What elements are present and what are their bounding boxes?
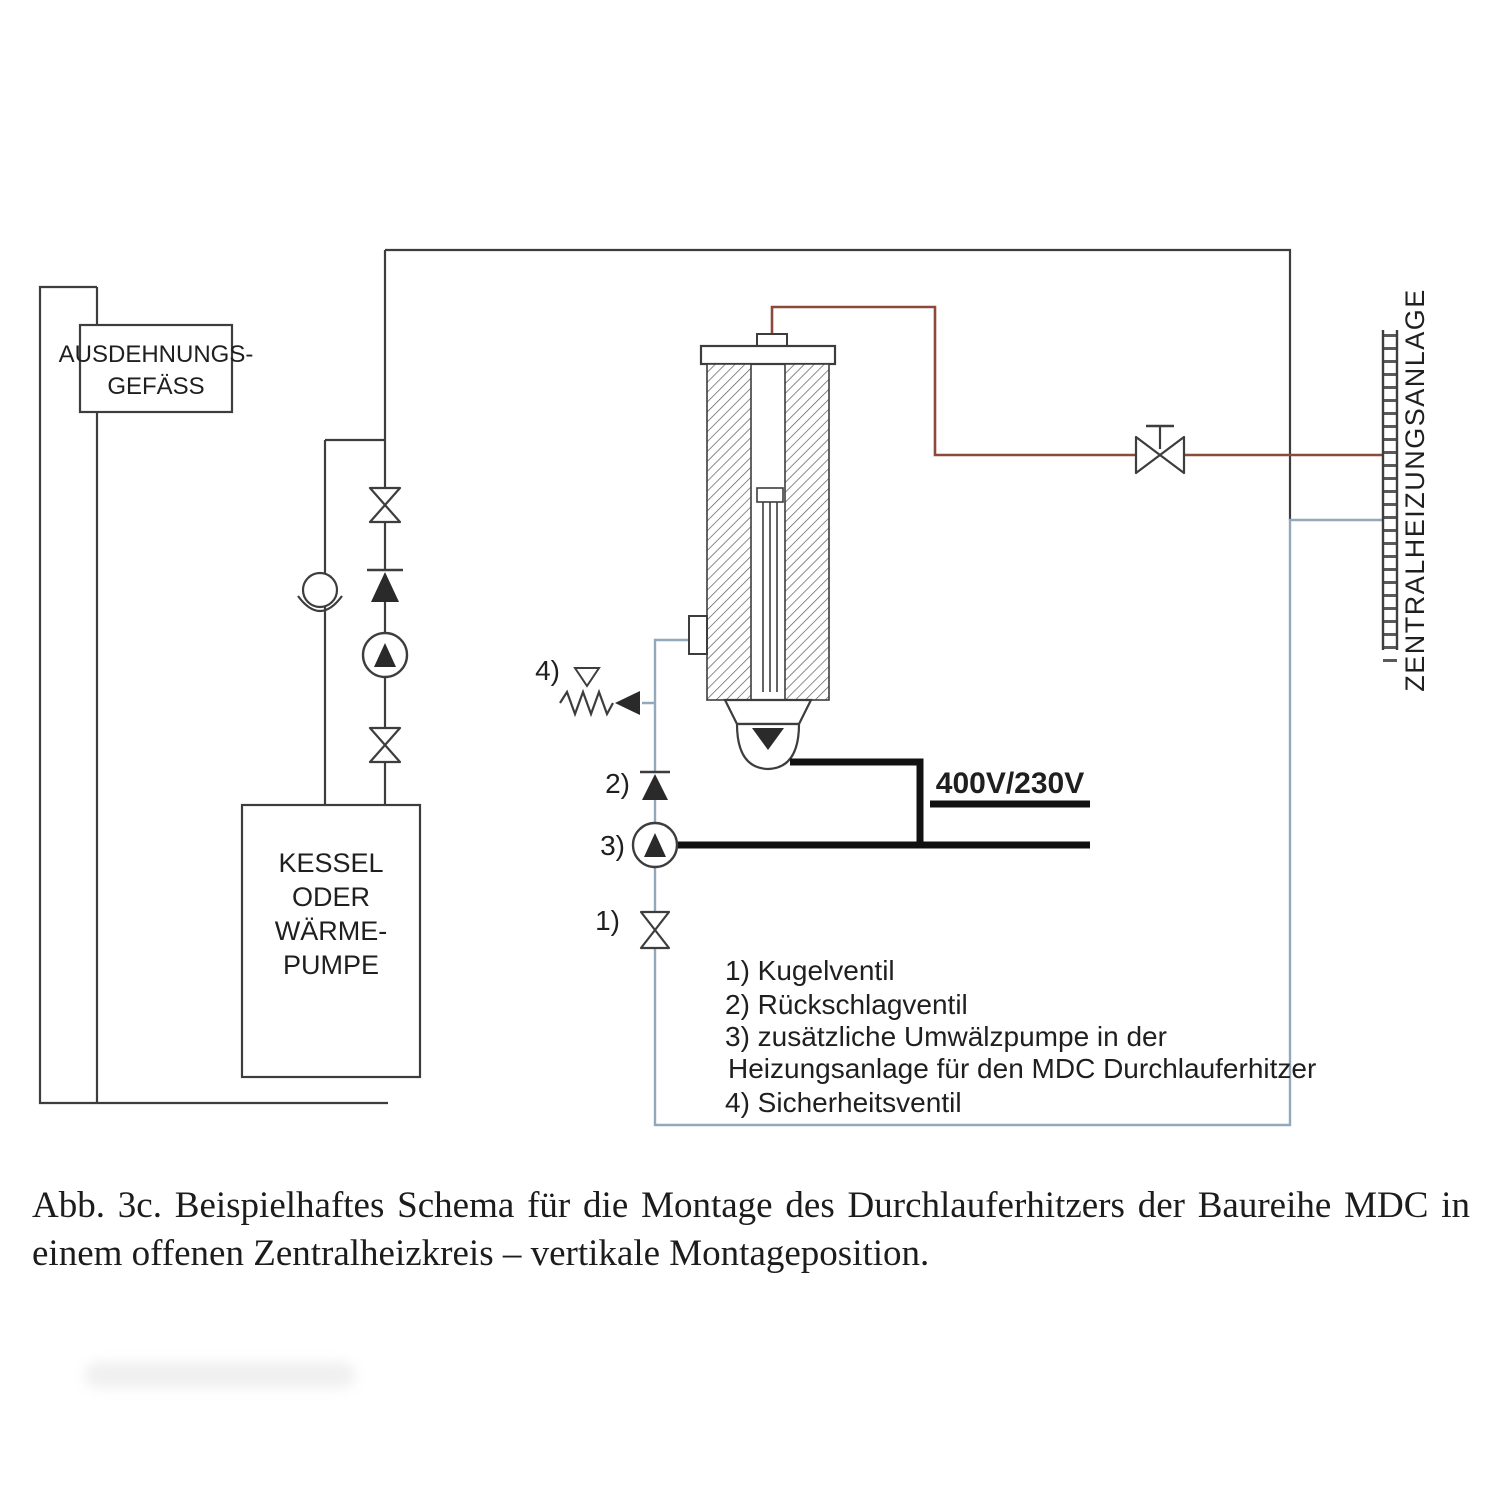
heater-wall-left bbox=[706, 363, 752, 701]
boiler-label-2: ODER bbox=[292, 882, 370, 912]
heater-element-rods bbox=[762, 502, 778, 692]
scan-artifact bbox=[85, 1362, 355, 1388]
mdc-heater bbox=[688, 333, 837, 771]
legend-item-2: 2) Rückschlagventil bbox=[725, 989, 968, 1020]
left-shutoff-valve-bottom-icon bbox=[368, 726, 402, 764]
power-label: 400V/230V bbox=[936, 767, 1084, 800]
callout-3: 3) bbox=[600, 830, 625, 861]
return-pipe bbox=[642, 518, 1383, 1127]
installation-diagram: AUSDEHNUNGS- GEFÄSS KESSEL ODER WÄRME- P… bbox=[38, 248, 1430, 1127]
central-heating-bar: ZENTRALHEIZUNGSANLAGE bbox=[1381, 288, 1430, 692]
main-supply-loop bbox=[323, 248, 1292, 805]
boiler-label-1: KESSEL bbox=[278, 848, 383, 878]
boiler-label-3: WÄRME- bbox=[275, 916, 387, 946]
supply-shutoff-valve-icon bbox=[1134, 424, 1186, 475]
power-cables: 400V/230V bbox=[678, 758, 1090, 849]
legend-item-1: 1) Kugelventil bbox=[725, 955, 895, 986]
figure-caption: Abb. 3c. Beispielhaftes Schema für die M… bbox=[32, 1182, 1470, 1278]
heater-wall-right bbox=[784, 363, 830, 701]
boiler-box: KESSEL ODER WÄRME- PUMPE bbox=[240, 803, 422, 1079]
heater-bottom-flange bbox=[723, 698, 813, 726]
safety-valve-icon bbox=[559, 667, 640, 718]
ball-valve-icon bbox=[639, 910, 671, 950]
legend-item-3: 3) zusätzliche Umwälzpumpe in der bbox=[725, 1021, 1167, 1052]
legend: 1) Kugelventil 2) Rückschlagventil 3) zu… bbox=[725, 955, 1316, 1118]
central-heating-label: ZENTRALHEIZUNGSANLAGE bbox=[1400, 288, 1430, 692]
heater-power-cable bbox=[790, 758, 924, 845]
heater-top-cap bbox=[699, 344, 837, 366]
caption-line-1: Abb. 3c. Beispielhaftes Schema für die M… bbox=[32, 1185, 1470, 1226]
expansion-vessel-label-1: AUSDEHNUNGS- bbox=[59, 341, 254, 368]
legend-item-4: 4) Sicherheitsventil bbox=[725, 1087, 962, 1118]
boiler-label-4: PUMPE bbox=[283, 950, 379, 980]
left-pump-icon bbox=[361, 631, 409, 679]
left-check-valve-icon bbox=[367, 568, 403, 602]
heater-supply-pipe bbox=[770, 305, 1383, 457]
check-valve-icon bbox=[640, 770, 670, 800]
left-shutoff-valve-top-icon bbox=[368, 486, 402, 524]
callout-1: 1) bbox=[595, 905, 620, 936]
heater-inlet-nozzle bbox=[688, 615, 708, 655]
legend-item-3b: Heizungsanlage für den MDC Durchlauferhi… bbox=[728, 1053, 1316, 1084]
heater-element-head bbox=[756, 487, 784, 503]
expansion-vessel-piping bbox=[38, 285, 388, 1105]
callout-4: 4) bbox=[535, 655, 560, 686]
expansion-vessel: AUSDEHNUNGS- GEFÄSS bbox=[59, 323, 254, 414]
expansion-vessel-label-2: GEFÄSS bbox=[107, 373, 204, 400]
callout-2: 2) bbox=[605, 768, 630, 799]
circulation-pump-icon bbox=[631, 821, 679, 869]
caption-line-2: einem offenen Zentralheizkreis – vertika… bbox=[32, 1233, 930, 1275]
gauge-icon bbox=[297, 571, 343, 612]
heater-dome-core bbox=[752, 728, 784, 750]
